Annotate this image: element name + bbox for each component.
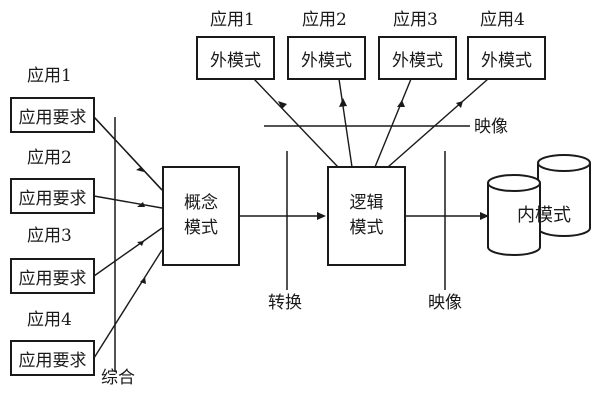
left-app-label-4: 应用4: [27, 310, 72, 330]
arrow-logical-to-external3: [374, 78, 412, 168]
left-app-requirement-box-1: 应用要求: [10, 97, 95, 133]
top-app-label-3: 应用3: [393, 10, 438, 30]
left-app-requirement-box-3: 应用要求: [10, 258, 95, 294]
database-cylinder-front: [487, 174, 541, 256]
arrow-logical-to-external4: [387, 78, 489, 168]
arrow-logical-to-external1: [253, 78, 339, 168]
arrow-app3-to-conceptual: [93, 227, 163, 277]
box-label: 应用要求: [18, 350, 87, 371]
external-model-box-4: 外模式: [467, 36, 546, 80]
left-app-label-3: 应用3: [27, 226, 72, 246]
logical-model-line2: 模式: [349, 218, 384, 238]
integrate-label: 综合: [101, 368, 135, 388]
database-cylinder-back: [537, 154, 591, 237]
left-app-label-1: 应用1: [27, 66, 72, 86]
mapping-label-top: 映像: [474, 117, 508, 137]
arrow-logical-to-external2: [338, 78, 353, 168]
left-app-requirement-box-4: 应用要求: [10, 340, 95, 376]
arrow-app2-to-conceptual: [93, 195, 163, 209]
internal-model-label: 内模式: [517, 205, 571, 226]
box-label: 应用要求: [18, 188, 87, 209]
transform-label: 转换: [268, 293, 302, 313]
top-app-label-1: 应用1: [210, 10, 255, 30]
external-model-box-1: 外模式: [196, 36, 275, 80]
box-label: 应用要求: [18, 268, 87, 289]
conceptual-model-line2: 模式: [184, 218, 218, 238]
external-model-box-3: 外模式: [378, 36, 457, 80]
left-app-requirement-box-2: 应用要求: [10, 178, 95, 214]
top-app-label-2: 应用2: [302, 10, 347, 30]
arrow-app4-to-conceptual: [93, 249, 163, 359]
conceptual-model-line1: 概念: [184, 193, 218, 213]
conceptual-model-box: 概念 模式: [162, 166, 240, 266]
external-model-box-2: 外模式: [287, 36, 366, 80]
logical-model-box: 逻辑 模式: [327, 166, 406, 266]
box-label: 外模式: [481, 50, 532, 71]
box-label: 外模式: [210, 50, 261, 71]
top-app-label-4: 应用4: [480, 10, 525, 30]
box-label: 外模式: [301, 50, 352, 71]
box-label: 应用要求: [18, 107, 87, 128]
box-label: 外模式: [392, 50, 443, 71]
left-app-label-2: 应用2: [27, 148, 72, 168]
mapping-label-bottom: 映像: [428, 293, 462, 313]
logical-model-line1: 逻辑: [349, 193, 384, 213]
